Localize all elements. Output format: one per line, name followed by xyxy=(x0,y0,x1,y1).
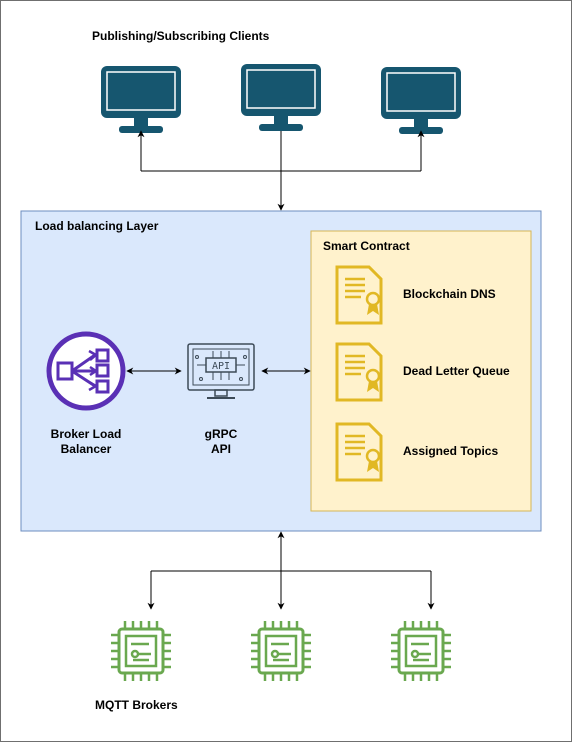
brokers-title: MQTT Brokers xyxy=(95,698,178,712)
contract-item-blockchain-dns: Blockchain DNS xyxy=(403,287,496,301)
broker-load-balancer-line2: Balancer xyxy=(60,442,112,456)
clients-title: Publishing/Subscribing Clients xyxy=(92,29,270,43)
chip-icon xyxy=(109,619,173,683)
broker-load-balancer-label: Broker Load Balancer xyxy=(36,427,136,457)
broker-load-balancer-line1: Broker Load xyxy=(50,427,122,441)
load-balancer-icon xyxy=(46,331,126,411)
chip-icon xyxy=(389,619,453,683)
grpc-api-line1: gRPC xyxy=(204,427,238,441)
svg-text:API: API xyxy=(212,361,230,372)
contract-item-assigned-topics: Assigned Topics xyxy=(403,444,499,458)
api-monitor-icon: API xyxy=(187,343,255,399)
monitor-icon xyxy=(380,66,462,135)
load-balancing-layer-title: Load balancing Layer xyxy=(35,219,159,233)
monitor-icon xyxy=(100,65,182,134)
grpc-api-label: gRPC API xyxy=(181,427,261,457)
grpc-api-line2: API xyxy=(210,442,231,456)
contract-item-dead-letter-queue: Dead Letter Queue xyxy=(403,364,510,378)
chip-icon xyxy=(249,619,313,683)
monitor-icon xyxy=(240,63,322,132)
smart-contract-title: Smart Contract xyxy=(323,239,410,253)
